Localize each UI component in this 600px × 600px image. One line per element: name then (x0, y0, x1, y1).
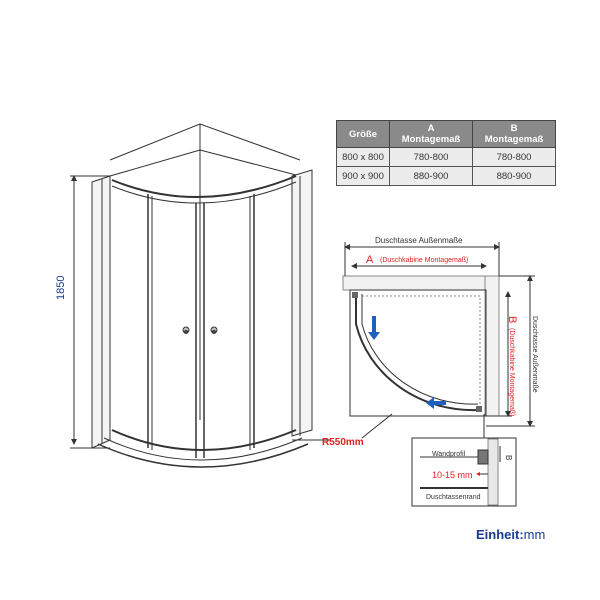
radius-label: R550mm (322, 437, 364, 448)
shower-top-view (342, 275, 500, 417)
table-header-row: Größe A Montagemaß B Montagemaß (336, 120, 556, 148)
top-dim-label: Duschtasse Außenmaße (375, 236, 463, 245)
table-cell: 780-800 (389, 147, 473, 167)
wall-profile-label: Wandprofil (432, 451, 466, 458)
a-caption: (Duschkabine Montagemaß) (380, 257, 468, 264)
table-header: A Montagemaß (389, 120, 473, 148)
table-cell: 800 x 800 (336, 147, 390, 167)
table-header: B Montagemaß (472, 120, 556, 148)
wall-profile-detail (411, 437, 517, 507)
b-caption: (Duschkabine Montagemaß) (508, 328, 515, 416)
table-row: 900 x 900 880-900 880-900 (336, 166, 556, 186)
detail-b-letter: B (504, 455, 513, 460)
top-dimension (344, 242, 500, 276)
right-dim-label: Duschtasse Außenmaße (531, 316, 538, 393)
height-dimension (70, 175, 110, 445)
tray-edge-label: Duschtassenrand (426, 494, 481, 501)
unit-value: mm (523, 527, 546, 542)
table-row: 800 x 800 780-800 780-800 (336, 147, 556, 167)
b-letter: B (506, 316, 518, 323)
radius-callout (361, 413, 393, 439)
table-cell: 880-900 (472, 166, 556, 186)
right-dimension (486, 275, 535, 427)
unit-label: Einheit:mm (476, 527, 545, 542)
table-cell: 780-800 (472, 147, 556, 167)
unit-prefix: Einheit: (476, 527, 524, 542)
size-table: Größe A Montagemaß B Montagemaß 800 x 80… (336, 120, 556, 186)
height-label: 1850 (55, 276, 67, 300)
a-letter: A (366, 254, 374, 266)
table-cell: 900 x 900 (336, 166, 390, 186)
gap-label: 10-15 mm (432, 470, 473, 480)
table-cell: 880-900 (389, 166, 473, 186)
table-header: Größe (336, 120, 390, 148)
shower-front-view (70, 123, 330, 468)
